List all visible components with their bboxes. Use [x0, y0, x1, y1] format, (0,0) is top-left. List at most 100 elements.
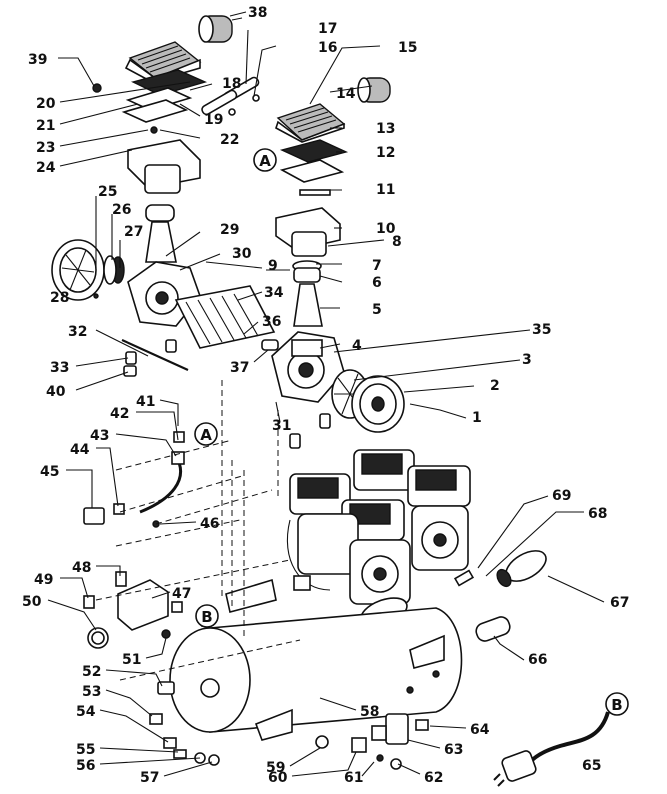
- rod-32: [121, 338, 189, 372]
- callout-43: 43: [90, 428, 109, 444]
- air-filter-right: [357, 77, 391, 103]
- callout-13: 13: [376, 121, 395, 137]
- connector-circle-b1: [195, 604, 219, 628]
- callout-61: 61: [344, 770, 363, 786]
- callout-4: 4: [352, 338, 362, 354]
- foot-right-b: [319, 413, 331, 429]
- callout-21: 21: [36, 118, 55, 134]
- callout-30: 30: [232, 246, 252, 262]
- leader-lines: [47, 11, 605, 777]
- callout-60: 60: [268, 770, 288, 786]
- callout-18: 18: [222, 76, 241, 92]
- connector-circle-a2: [194, 422, 218, 446]
- fan-left: [51, 239, 125, 301]
- callout-25: 25: [98, 184, 117, 200]
- callout-52: 52: [82, 664, 101, 680]
- callout-14: 14: [336, 86, 356, 102]
- connector-a2: A: [200, 426, 212, 444]
- motor-rotor: [174, 261, 279, 351]
- callout-39: 39: [28, 52, 47, 68]
- callout-69: 69: [552, 488, 571, 504]
- compressor-assembly: [286, 449, 471, 605]
- air-filter-left: [198, 15, 243, 43]
- cylinder-left: [127, 139, 201, 194]
- piston-rod-left: [145, 204, 177, 263]
- callout-37: 37: [230, 360, 249, 376]
- callout-1: 1: [472, 410, 482, 426]
- callout-50: 50: [22, 594, 42, 610]
- cylinder-head-left: [121, 41, 208, 134]
- callout-46: 46: [200, 516, 219, 532]
- callout-63: 63: [444, 742, 463, 758]
- callout-68: 68: [588, 506, 607, 522]
- callout-62: 62: [424, 770, 443, 786]
- tank: [169, 607, 463, 741]
- cylinder-head-right: [275, 103, 349, 196]
- connector-markers: A A B B: [194, 148, 629, 716]
- callout-64: 64: [470, 722, 490, 738]
- connector-b2: B: [611, 696, 622, 714]
- connector-a1: A: [259, 152, 271, 170]
- callout-65: 65: [582, 758, 601, 774]
- callout-numbers: 38 17 16 15 39 18 14 20 21 19 13 23 22 1…: [22, 5, 629, 786]
- callout-27: 27: [124, 224, 143, 240]
- foot-40: [123, 365, 137, 377]
- callout-38: 38: [248, 5, 267, 21]
- screw-39: [92, 83, 102, 93]
- callout-56: 56: [76, 758, 95, 774]
- callout-19: 19: [204, 112, 223, 128]
- callout-20: 20: [36, 96, 56, 112]
- callout-7: 7: [372, 258, 382, 274]
- callout-2: 2: [490, 378, 500, 394]
- callout-8: 8: [392, 234, 402, 250]
- callout-26: 26: [112, 202, 131, 218]
- callout-51: 51: [122, 652, 141, 668]
- callout-40: 40: [46, 384, 66, 400]
- callout-29: 29: [220, 222, 239, 238]
- callout-57: 57: [140, 770, 159, 786]
- callout-41: 41: [136, 394, 155, 410]
- pins: [201, 76, 260, 116]
- callout-58: 58: [360, 704, 379, 720]
- callout-10: 10: [376, 221, 396, 237]
- callout-36: 36: [262, 314, 281, 330]
- part-66: [475, 616, 511, 642]
- callout-28: 28: [50, 290, 69, 306]
- callout-35: 35: [532, 322, 551, 338]
- callout-49: 49: [34, 572, 53, 588]
- callout-53: 53: [82, 684, 101, 700]
- callout-23: 23: [36, 140, 55, 156]
- callout-42: 42: [110, 406, 129, 422]
- callout-67: 67: [610, 595, 629, 611]
- callout-55: 55: [76, 742, 95, 758]
- callout-15: 15: [398, 40, 417, 56]
- callout-9: 9: [268, 258, 278, 274]
- fan-right: [331, 369, 405, 433]
- foot-right-a: [289, 433, 301, 449]
- power-plug: [493, 711, 610, 787]
- piston-rod-right: [292, 260, 323, 327]
- connector-circle-b2: [605, 692, 629, 716]
- cylinder-right: [275, 207, 341, 257]
- callout-32: 32: [68, 324, 87, 340]
- callout-47: 47: [172, 586, 191, 602]
- callout-5: 5: [372, 302, 382, 318]
- callout-17: 17: [318, 21, 337, 37]
- part-drawings: [51, 15, 610, 787]
- callout-66: 66: [528, 652, 547, 668]
- callout-31: 31: [272, 418, 291, 434]
- callout-22: 22: [220, 132, 239, 148]
- callout-12: 12: [376, 145, 395, 161]
- callout-44: 44: [70, 442, 90, 458]
- crankcase-right: [271, 331, 345, 403]
- callout-3: 3: [522, 352, 532, 368]
- hose-assembly: [83, 431, 185, 525]
- callout-45: 45: [40, 464, 59, 480]
- callout-16: 16: [318, 40, 337, 56]
- fittings-bottom: [315, 713, 429, 770]
- callout-11: 11: [376, 182, 395, 198]
- connector-circle-a1: [253, 148, 277, 172]
- foot-top: [165, 339, 177, 353]
- callout-6: 6: [372, 275, 382, 291]
